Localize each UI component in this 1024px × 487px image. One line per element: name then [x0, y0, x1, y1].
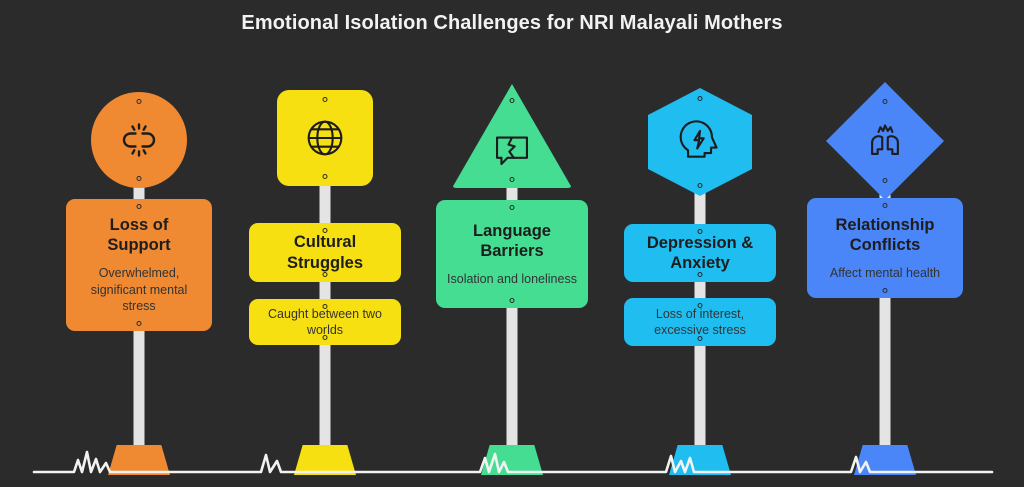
card-title: Relationship Conflicts — [835, 215, 935, 254]
card-description: Caught between two worlds — [268, 306, 382, 338]
card-description: Overwhelmed, significant mental stress — [90, 266, 188, 314]
cracked-speech-bubble-icon — [490, 101, 534, 171]
screw-dot — [322, 335, 328, 340]
screw-dot — [882, 288, 888, 293]
card-description: Affect mental health — [829, 265, 941, 280]
screw-dot — [136, 176, 142, 181]
screw-dot — [697, 96, 703, 101]
screw-dot — [322, 174, 328, 179]
two-people-conflict-icon — [862, 117, 908, 165]
column-depression-anxiety: Depression & Anxiety Loss of interest, e… — [600, 0, 800, 487]
column-relationship-conflicts: Relationship Conflicts Affect mental hea… — [785, 0, 985, 487]
screw-dot — [882, 99, 888, 104]
icon-shape-circle[interactable] — [91, 92, 187, 188]
card-description-cultural-struggles[interactable]: Caught between two worlds — [249, 299, 401, 345]
card-relationship-conflicts[interactable]: Relationship Conflicts Affect mental hea… — [807, 198, 963, 298]
card-description: Isolation and loneliness — [447, 271, 577, 286]
screw-dot — [322, 228, 328, 233]
base-trapezoid — [669, 445, 731, 475]
broken-chain-icon — [114, 115, 164, 165]
card-title: Depression & Anxiety — [646, 233, 754, 272]
screw-dot — [509, 205, 515, 210]
base-trapezoid — [854, 445, 916, 475]
screw-dot — [697, 303, 703, 308]
screw-dot — [322, 304, 328, 309]
card-description: Loss of interest, excessive stress — [654, 306, 746, 338]
screw-dot — [322, 272, 328, 277]
icon-shape-triangle[interactable] — [452, 84, 572, 188]
screw-dot — [697, 183, 703, 188]
screw-dot — [509, 177, 515, 182]
screw-dot — [136, 204, 142, 209]
column-language-barriers: Language Barriers Isolation and loneline… — [412, 0, 612, 487]
screw-dot — [882, 178, 888, 183]
card-title: Language Barriers — [473, 221, 551, 260]
card-title: Cultural Struggles — [286, 233, 364, 272]
icon-shape-diamond[interactable] — [826, 82, 944, 200]
card-description-depression-anxiety[interactable]: Loss of interest, excessive stress — [624, 298, 776, 346]
card-title: Loss of Support — [107, 216, 171, 255]
card-title-cultural-struggles[interactable]: Cultural Struggles — [249, 223, 401, 282]
column-cultural-struggles: Cultural Struggles Caught between two wo… — [225, 0, 425, 487]
card-language-barriers[interactable]: Language Barriers Isolation and loneline… — [436, 200, 588, 308]
icon-shape-rounded-square[interactable] — [277, 90, 373, 186]
screw-dot — [882, 203, 888, 208]
pole — [506, 182, 518, 454]
base-trapezoid — [481, 445, 543, 475]
screw-dot — [697, 272, 703, 277]
ground-ekg-line — [32, 450, 994, 474]
screw-dot — [509, 98, 515, 103]
screw-dot — [697, 336, 703, 341]
screw-dot — [509, 298, 515, 303]
screw-dot — [136, 99, 142, 104]
page-title: Emotional Isolation Challenges for NRI M… — [241, 12, 783, 34]
card-loss-of-support[interactable]: Loss of Support Overwhelmed, significant… — [66, 199, 212, 331]
card-title-depression-anxiety[interactable]: Depression & Anxiety — [624, 224, 776, 282]
column-loss-of-support: Loss of Support Overwhelmed, significant… — [39, 0, 239, 487]
base-trapezoid — [108, 445, 170, 475]
base-trapezoid — [294, 445, 356, 475]
globe-icon — [301, 114, 349, 162]
head-lightning-icon — [677, 119, 723, 165]
screw-dot — [136, 321, 142, 326]
pole — [879, 186, 891, 454]
screw-dot — [697, 229, 703, 234]
screw-dot — [322, 97, 328, 102]
icon-shape-hexagon[interactable] — [648, 88, 752, 196]
